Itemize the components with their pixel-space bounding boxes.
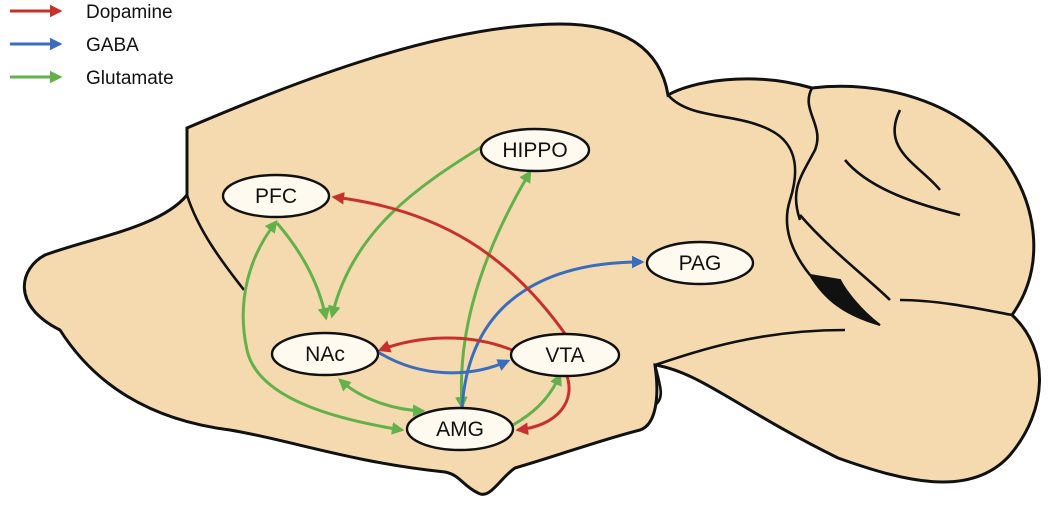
region-amg: AMG: [405, 406, 515, 452]
region-pag: PAG: [645, 240, 755, 286]
legend-label-gaba: GABA: [86, 35, 139, 56]
brainstem-line: [654, 328, 846, 367]
region-amg-label: AMG: [436, 418, 484, 441]
glutamate-connections: [241, 144, 562, 435]
connection-amg-vta: [512, 372, 562, 427]
connection-vta-amg: [515, 375, 571, 436]
region-nac-label: NAc: [305, 343, 345, 366]
connection-hippo-nac: [328, 144, 484, 319]
brainstem-notch: [808, 273, 881, 326]
connection-amg-hippo: [455, 169, 532, 410]
legend-label-dopamine: Dopamine: [86, 2, 173, 23]
connection-amg-pfc: [241, 220, 405, 435]
brainstem-line: [653, 364, 663, 407]
brain-outline: [22, 22, 1041, 496]
region-vta: VTA: [509, 332, 621, 378]
connection-vta-pfc: [331, 191, 570, 339]
dopamine-connections: [331, 191, 571, 436]
cerebellum-fold: [899, 298, 1013, 317]
region-nac: NAc: [270, 331, 380, 377]
region-pfc-label: PFC: [255, 185, 297, 208]
cerebellum-fold: [893, 109, 942, 191]
region-hippo: HIPPO: [479, 127, 591, 173]
connection-amg-nac: [338, 378, 426, 417]
cerebellum-fold: [799, 214, 891, 301]
connection-vta-nac: [377, 336, 513, 353]
region-vta-label: VTA: [545, 344, 584, 367]
connection-nac-vta: [377, 350, 511, 375]
cerebellum-fold: [844, 159, 961, 217]
region-pfc: PFC: [221, 173, 331, 219]
legend-item-gaba: GABA: [10, 35, 139, 56]
legend-item-glutamate: Glutamate: [10, 68, 174, 89]
connection-amg-pag: [460, 255, 645, 409]
region-hippo-label: HIPPO: [502, 139, 567, 162]
cerebellum-fold: [667, 94, 812, 276]
cerebellum-fold: [794, 87, 819, 221]
gaba-connections: [377, 255, 645, 409]
brain-silhouette: [22, 22, 1041, 496]
legend-label-glutamate: Glutamate: [86, 68, 174, 89]
region-pag-label: PAG: [679, 252, 722, 275]
cortex-fold: [185, 194, 246, 291]
legend: Dopamine GABA Glutamate: [10, 2, 174, 89]
legend-item-dopamine: Dopamine: [10, 2, 173, 23]
